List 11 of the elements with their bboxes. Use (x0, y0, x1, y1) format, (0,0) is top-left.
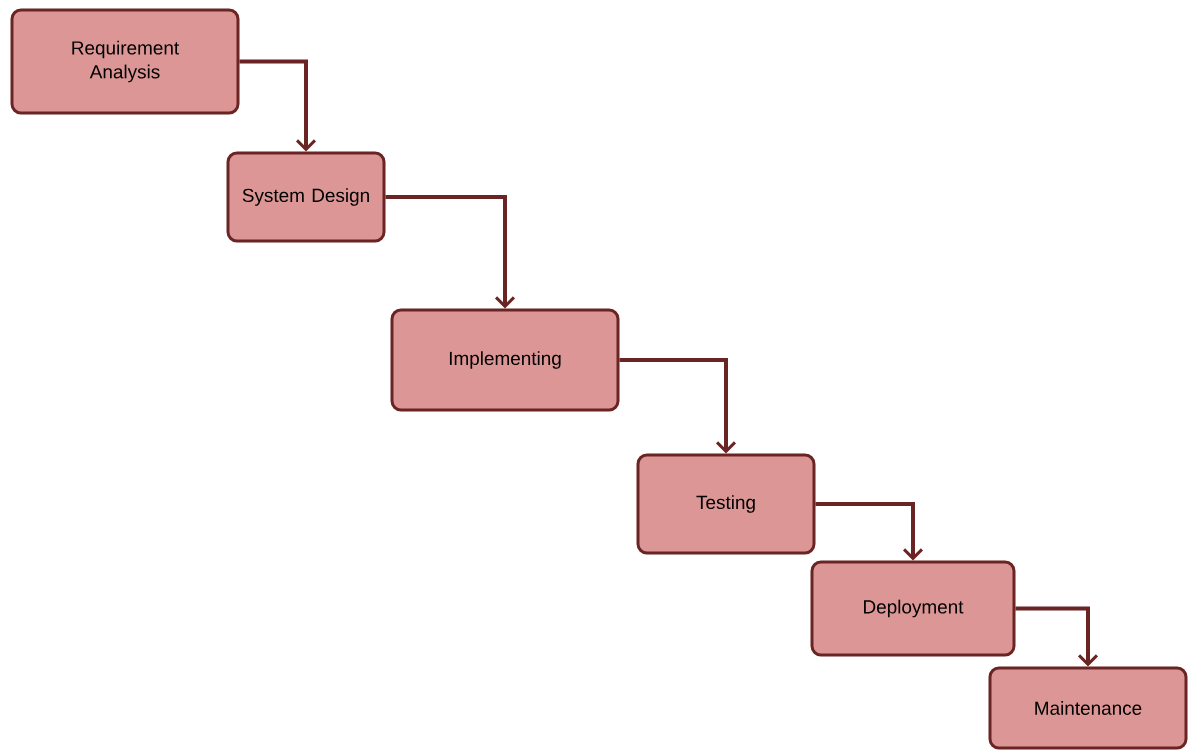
process-box: Deployment (810, 560, 1016, 657)
process-box: Requirement Analysis (10, 8, 240, 115)
process-box: System Design (226, 151, 386, 243)
process-box: Implementing (390, 308, 620, 412)
process-box: Testing (636, 453, 816, 555)
arrow (1015, 606, 1099, 667)
arrow (815, 502, 924, 561)
process-box: Maintenance (988, 666, 1188, 750)
arrow (239, 59, 317, 152)
arrow (619, 358, 737, 454)
arrow (385, 195, 516, 309)
